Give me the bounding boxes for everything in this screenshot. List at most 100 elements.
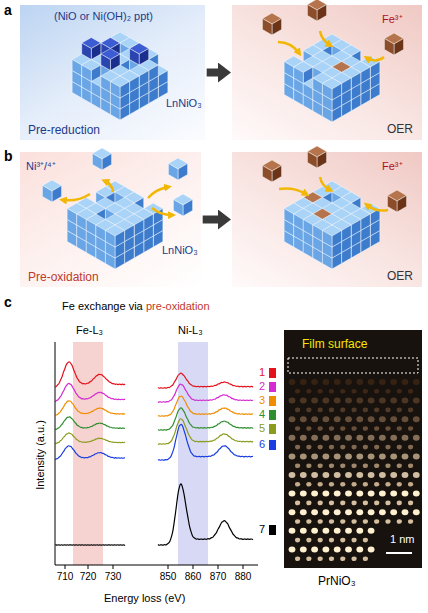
atom [402, 435, 409, 441]
atom [408, 408, 413, 413]
tick-label: 880 [235, 571, 252, 583]
atom [397, 501, 402, 506]
ni-spectrum [158, 396, 253, 416]
atom [385, 482, 390, 487]
atom [334, 509, 341, 515]
position-marker [269, 368, 276, 378]
cube-face [134, 220, 144, 237]
atom [340, 426, 345, 431]
atom [306, 556, 311, 561]
position-marker [269, 410, 276, 420]
atom [300, 453, 307, 459]
cube-face [144, 214, 154, 231]
cube-face [322, 84, 332, 101]
spectrum-number: 6 [259, 438, 265, 451]
atom [356, 435, 363, 441]
atom [352, 519, 357, 524]
atom [397, 445, 402, 450]
atom [300, 528, 307, 534]
atom [390, 472, 397, 478]
panel-letter: b [4, 148, 13, 164]
atom [363, 445, 368, 450]
floating-cube [262, 13, 281, 35]
position-marker [269, 525, 276, 535]
atom [402, 416, 409, 422]
cube-face [92, 154, 102, 171]
atom [306, 408, 311, 413]
atom [374, 445, 379, 450]
atom [363, 482, 368, 487]
atom [397, 408, 402, 413]
cube-face [178, 164, 188, 181]
cube-face [120, 82, 130, 99]
ni-band [178, 342, 208, 565]
atom [318, 482, 323, 487]
cube-face [397, 196, 407, 213]
atom [289, 546, 296, 552]
atom [345, 435, 352, 441]
atom [352, 408, 357, 413]
position-marker [269, 440, 276, 450]
lattice-block [72, 32, 168, 120]
atom [352, 482, 357, 487]
cube-face [72, 60, 82, 77]
panel-letter: a [4, 2, 12, 18]
atom [363, 556, 368, 561]
atom [340, 445, 345, 450]
atom [374, 501, 379, 506]
atom [413, 491, 420, 497]
cube-face [351, 73, 361, 90]
atom [318, 426, 323, 431]
exchange-arrow [278, 42, 299, 53]
atom [368, 472, 375, 478]
spectrum-number: 5 [259, 422, 265, 435]
lattice-illustration [20, 5, 200, 140]
atom [356, 546, 363, 552]
atom [311, 379, 318, 385]
atom [334, 528, 341, 534]
scene-panel: Fe³⁺OER [232, 5, 422, 140]
atom [408, 426, 413, 431]
position-marker [269, 382, 276, 392]
cube-face [101, 54, 111, 71]
atom [374, 389, 379, 394]
atom [413, 416, 420, 422]
cube-face [342, 225, 352, 242]
lattice-block [284, 181, 380, 269]
floating-cube [307, 146, 326, 168]
cube-face [91, 65, 101, 82]
atom [334, 416, 341, 422]
atom [329, 519, 334, 524]
atom [323, 472, 330, 478]
atom [300, 435, 307, 441]
ni-spectrum [158, 424, 253, 460]
atom [311, 435, 318, 441]
atom [352, 463, 357, 468]
atom [289, 509, 296, 515]
cube-face [294, 67, 304, 84]
atom [323, 379, 330, 385]
cube-face [313, 78, 323, 95]
cube-face [351, 220, 361, 237]
cube-face [307, 152, 317, 169]
atom [340, 519, 345, 524]
atom [289, 472, 296, 478]
atom [345, 379, 352, 385]
atom [356, 416, 363, 422]
material-label: LnNiO₃ [162, 244, 198, 257]
cube-face [361, 67, 371, 84]
atom [374, 408, 379, 413]
atom [368, 416, 375, 422]
cube-face [82, 65, 92, 82]
ni-spectrum [158, 484, 253, 545]
scene-panel: Ni³⁺/⁴⁺LnNiO₃Pre-oxidation [20, 152, 201, 287]
exchange-arrow [63, 194, 90, 200]
atom [295, 426, 300, 431]
floating-cube [387, 190, 406, 212]
stem-image: Film surface1 nmPrNiO₃ [284, 330, 422, 568]
atom [408, 463, 413, 468]
cube-face [394, 39, 404, 56]
tick-label: 860 [185, 571, 202, 583]
atom [318, 501, 323, 506]
fe-spectrum [55, 362, 125, 387]
